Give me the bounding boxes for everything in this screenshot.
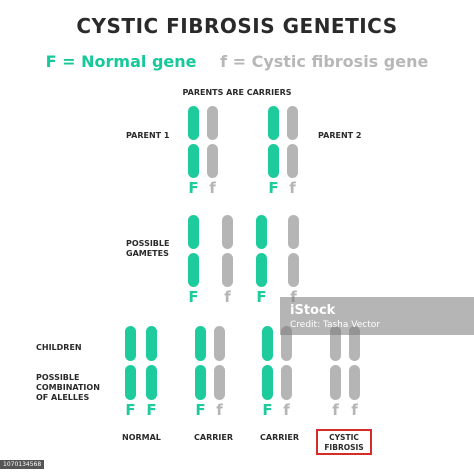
- watermark-id: 1070134568: [0, 460, 45, 469]
- parent-2-chromosome-2-lower-arm: [287, 144, 298, 178]
- page-title: CYSTIC FIBROSIS GENETICS: [76, 14, 398, 38]
- parent-2-chromosome-1-upper-arm: [268, 106, 279, 140]
- child-label-carrier-1: CARRIER: [194, 433, 233, 442]
- possible-gametes-label: POSSIBLE GAMETES: [126, 239, 170, 258]
- parent-2-chromosome-1-allele-label: F: [268, 179, 278, 197]
- parent-1-chromosome-2-upper-arm: [207, 106, 218, 140]
- legend: F = Normal gene f = Cystic fibrosis gene: [0, 52, 474, 71]
- child-1-chromosome-2: F: [146, 326, 157, 419]
- child-1-chromosome-1: F: [125, 326, 136, 419]
- gamete-chromosome-3: F: [256, 215, 267, 306]
- child-1-chromosome-1-lower-arm: [125, 365, 136, 400]
- child-2-chromosome-1-allele-label: F: [195, 401, 205, 419]
- child-1-chromosome-2-upper-arm: [146, 326, 157, 361]
- child-4-chromosome-1-allele-label: f: [332, 401, 339, 419]
- child-2-chromosome-1-lower-arm: [195, 365, 206, 400]
- child-2-chromosome-2-upper-arm: [214, 326, 225, 361]
- gamete-chromosome-3-lower-arm: [256, 253, 267, 287]
- parent-2-chromosome-1-lower-arm: [268, 144, 279, 178]
- child-label-cystic-fibrosis: CYSTIC FIBROSIS: [316, 429, 372, 455]
- gamete-chromosome-2-allele-label: f: [224, 288, 231, 306]
- gamete-chromosome-4: f: [288, 215, 299, 306]
- gamete-chromosome-1-allele-label: F: [188, 288, 198, 306]
- child-4-chromosome-1: f: [330, 326, 341, 419]
- child-2-chromosome-2-allele-label: f: [216, 401, 223, 419]
- gamete-chromosome-4-upper-arm: [288, 215, 299, 249]
- parent-1-chromosome-2-allele-label: f: [209, 179, 216, 197]
- gamete-chromosome-2-lower-arm: [222, 253, 233, 287]
- child-label-carrier-2: CARRIER: [260, 433, 299, 442]
- child-1-chromosome-2-lower-arm: [146, 365, 157, 400]
- parent-2-label: PARENT 2: [318, 131, 362, 140]
- child-3-chromosome-2-allele-label: f: [283, 401, 290, 419]
- child-3-chromosome-1: F: [262, 326, 273, 419]
- child-2-chromosome-1-upper-arm: [195, 326, 206, 361]
- parent-2-chromosome-1: F: [268, 106, 279, 197]
- watermark-credit: Credit: Tasha Vector: [290, 320, 380, 330]
- child-1-chromosome-1-allele-label: F: [125, 401, 135, 419]
- child-3-chromosome-2: f: [281, 326, 292, 419]
- child-2-chromosome-1: F: [195, 326, 206, 419]
- child-1-chromosome-1-upper-arm: [125, 326, 136, 361]
- child-4-chromosome-2-allele-label: f: [351, 401, 358, 419]
- parent-1-chromosome-1-lower-arm: [188, 144, 199, 178]
- watermark-banner: [280, 297, 474, 335]
- child-2-chromosome-2-lower-arm: [214, 365, 225, 400]
- parent-1-chromosome-2: f: [207, 106, 218, 197]
- possible-combination-label: POSSIBLE COMBINATION OF ALELLES: [36, 373, 100, 402]
- child-3-chromosome-1-upper-arm: [262, 326, 273, 361]
- child-3-chromosome-1-allele-label: F: [262, 401, 272, 419]
- parent-1-label: PARENT 1: [126, 131, 170, 140]
- child-3-chromosome-1-lower-arm: [262, 365, 273, 400]
- gamete-chromosome-2: f: [222, 215, 233, 306]
- child-4-chromosome-1-lower-arm: [330, 365, 341, 400]
- parent-1-chromosome-2-lower-arm: [207, 144, 218, 178]
- child-label-normal: NORMAL: [122, 433, 161, 442]
- parent-1-chromosome-1-upper-arm: [188, 106, 199, 140]
- children-label: CHILDREN: [36, 343, 82, 352]
- watermark-brand: iStock: [290, 303, 336, 318]
- parent-1-chromosome-1: F: [188, 106, 199, 197]
- gamete-chromosome-1-upper-arm: [188, 215, 199, 249]
- parent-1-chromosome-1-allele-label: F: [188, 179, 198, 197]
- legend-normal-gene: F = Normal gene: [45, 52, 197, 71]
- gamete-chromosome-1-lower-arm: [188, 253, 199, 287]
- parents-are-carriers-label: PARENTS ARE CARRIERS: [182, 88, 292, 97]
- parent-2-chromosome-2-upper-arm: [287, 106, 298, 140]
- legend-cf-gene: f = Cystic fibrosis gene: [220, 52, 429, 71]
- child-1-chromosome-2-allele-label: F: [146, 401, 156, 419]
- parent-2-chromosome-2-allele-label: f: [289, 179, 296, 197]
- child-3-chromosome-2-lower-arm: [281, 365, 292, 400]
- child-4-chromosome-2-lower-arm: [349, 365, 360, 400]
- gamete-chromosome-1: F: [188, 215, 199, 306]
- child-2-chromosome-2: f: [214, 326, 225, 419]
- gamete-chromosome-3-upper-arm: [256, 215, 267, 249]
- gamete-chromosome-2-upper-arm: [222, 215, 233, 249]
- child-4-chromosome-2: f: [349, 326, 360, 419]
- gamete-chromosome-4-lower-arm: [288, 253, 299, 287]
- gamete-chromosome-3-allele-label: F: [256, 288, 266, 306]
- parent-2-chromosome-2: f: [287, 106, 298, 197]
